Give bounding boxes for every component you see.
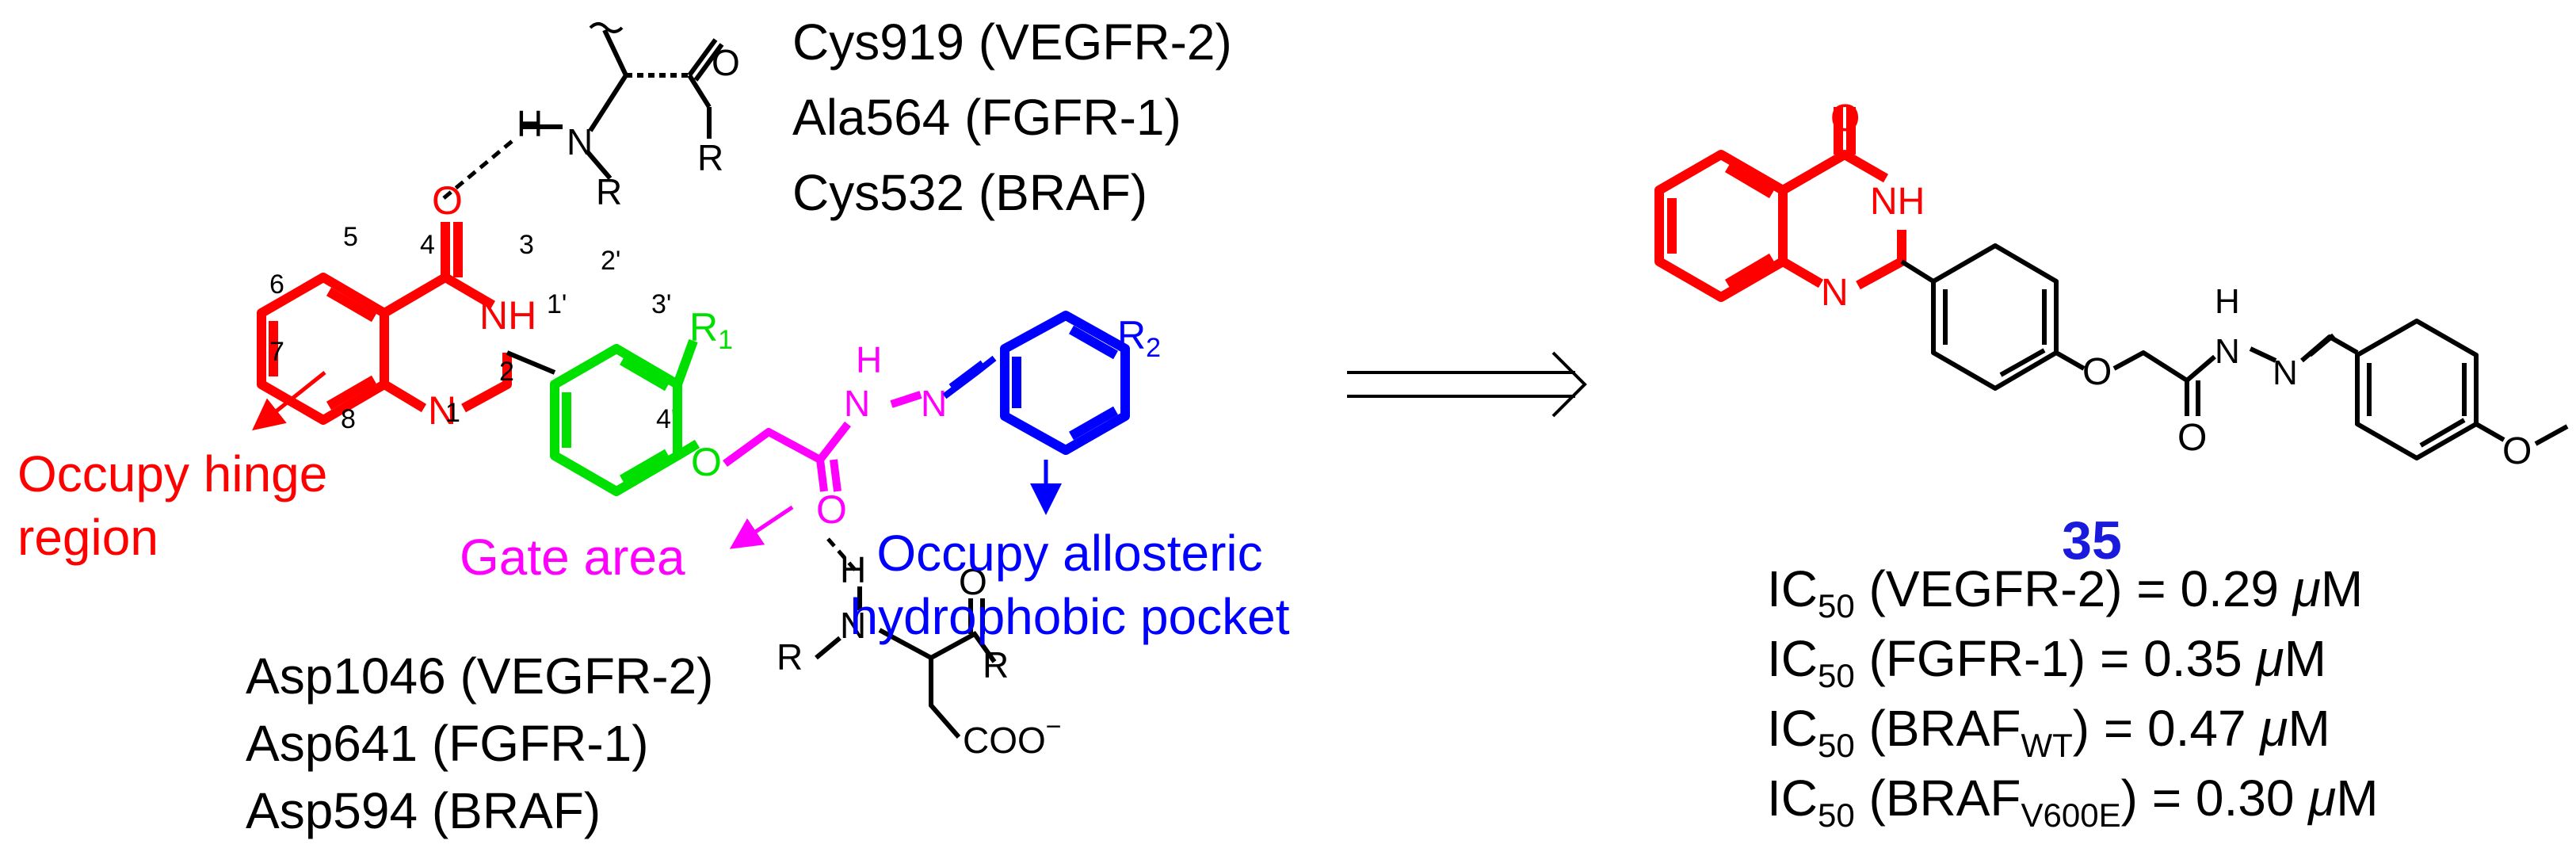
design-arrow (1347, 351, 1587, 418)
asp-n-h: H (840, 549, 866, 590)
general-design-structure: O H N R R Cys919 (VEGFR-2) Ala564 (FGFR-… (17, 13, 1290, 839)
core-n1: N (428, 388, 456, 433)
hinge-label-line2: region (17, 509, 158, 566)
gate-label: Gate area (460, 529, 685, 586)
ic50-line: IC50 (VEGFR-2) = 0.29 μM (1767, 560, 2363, 625)
compound-quinazolinone (1654, 107, 1906, 302)
allosteric-label-line1: Occupy allosteric (876, 525, 1262, 582)
gate-arrow (729, 505, 794, 549)
hinge-r-left: R (596, 171, 622, 212)
r2-substituent: R2 (1117, 313, 1161, 363)
hinge-residue-ala564: Ala564 (FGFR-1) (792, 89, 1181, 146)
hinge-label-line1: Occupy hinge (17, 445, 327, 502)
svg-text:1': 1' (547, 289, 567, 319)
core-n3-h: NH (479, 293, 536, 338)
cmpd-methoxy-o: O (2502, 430, 2532, 472)
cmpd-n1: N (1821, 272, 1849, 314)
allosteric-label-line2: hydrophobic pocket (849, 588, 1289, 645)
svg-text:2: 2 (499, 357, 514, 387)
compound-body (1900, 243, 2569, 460)
asp-residue-backbone (815, 586, 997, 739)
ic50-line: IC50 (FGFR-1) = 0.35 μM (1767, 630, 2326, 694)
r1-substituent: R1 (689, 305, 733, 355)
compound-number: 35 (2062, 510, 2122, 571)
hinge-arrow (252, 371, 326, 431)
hinge-residue-cys919: Cys919 (VEGFR-2) (792, 13, 1232, 71)
hinge-n-h: H (517, 103, 543, 144)
cmpd-ether-o: O (2082, 351, 2112, 393)
cmpd-carbonyl-o2: O (2177, 417, 2207, 459)
hydrazide-carbonyl-o: O (816, 487, 847, 532)
svg-text:3: 3 (519, 230, 534, 260)
hinge-carbonyl-o: O (712, 42, 740, 83)
svg-text:5: 5 (343, 222, 358, 252)
asp-hbond (826, 537, 857, 572)
hydrazide-nh-n: N (844, 383, 870, 424)
asp-r-left: R (777, 636, 803, 678)
svg-text:3': 3' (651, 289, 671, 319)
svg-text:1: 1 (445, 398, 460, 428)
hinge-n: N (567, 121, 593, 162)
ether-oxygen: O (691, 440, 722, 484)
svg-text:4: 4 (420, 230, 435, 260)
quinazolinone-core (257, 222, 512, 425)
ic50-line: IC50 (BRAFWT) = 0.47 μM (1767, 700, 2330, 764)
hinge-residue-list: Cys919 (VEGFR-2) Ala564 (FGFR-1) Cys532 … (792, 13, 1232, 221)
imine-n: N (921, 383, 947, 424)
svg-text:7: 7 (269, 337, 284, 367)
svg-text:2': 2' (601, 246, 620, 276)
asp-n: N (840, 605, 866, 646)
asp-residue-594: Asp594 (BRAF) (246, 782, 601, 839)
svg-text:6: 6 (269, 269, 284, 300)
phenyl-linker-ring (506, 338, 700, 496)
hinge-residue-backbone (523, 22, 724, 180)
hinge-r-right: R (697, 137, 723, 178)
ic50-line: IC50 (BRAFV600E) = 0.30 μM (1767, 770, 2379, 834)
asp-r-right: R (983, 644, 1009, 686)
aryl-tail (942, 311, 1130, 455)
core-carbonyl-o: O (432, 178, 463, 223)
hydrazide-nh-h: H (856, 339, 882, 380)
cmpd-nh: NH (1870, 181, 1925, 223)
asp-residue-1046: Asp1046 (VEGFR-2) (246, 647, 713, 705)
asp-carbonyl-o: O (959, 561, 987, 602)
svg-text:8: 8 (341, 404, 356, 434)
asp-residue-list: Asp1046 (VEGFR-2) Asp641 (FGFR-1) Asp594… (246, 647, 713, 839)
cmpd-amide-h: H (2215, 282, 2240, 321)
cmpd-carbonyl-o: O (1830, 97, 1860, 139)
cmpd-imine-n: N (2273, 353, 2298, 392)
asp-residue-641: Asp641 (FGFR-1) (246, 715, 649, 772)
asp-carboxylate: COO− (963, 712, 1062, 761)
hydrazide-linker (723, 391, 922, 492)
compound-35-structure: O NH N O H N N O O 35 (1654, 97, 2569, 834)
cmpd-amide-n: N (2215, 332, 2240, 371)
hinge-residue-cys532: Cys532 (BRAF) (792, 164, 1147, 221)
